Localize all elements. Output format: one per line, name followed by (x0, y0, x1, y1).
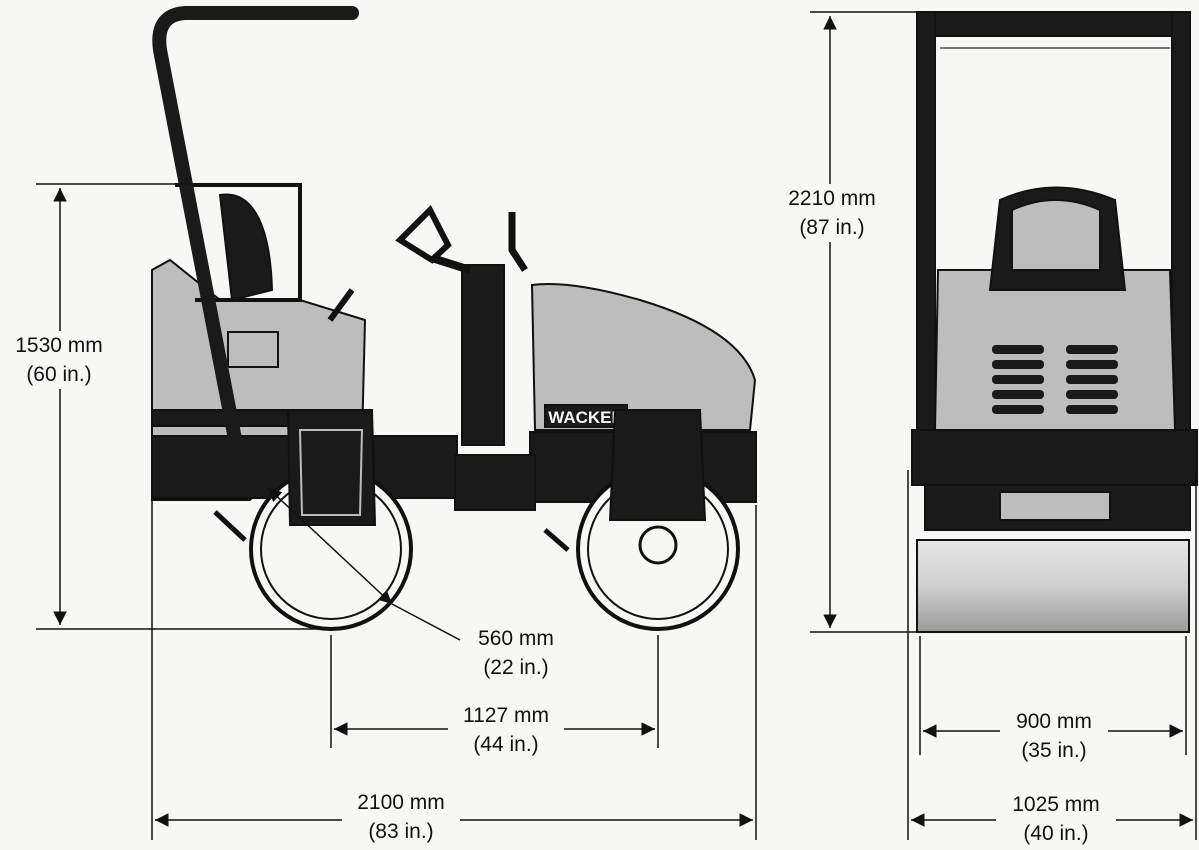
wheelbase-in: (44 in.) (473, 733, 539, 756)
side-view-roller: WACKER (151, 6, 757, 631)
overall-width-label: 1025 mm (40 in.) (996, 790, 1116, 848)
overall-width-mm: 1025 mm (1012, 793, 1100, 816)
overall-length-label: 2100 mm (83 in.) (342, 788, 460, 846)
rops-height-in: (87 in.) (799, 216, 865, 239)
overall-length-in: (83 in.) (368, 820, 434, 843)
rops-height-mm: 2210 mm (788, 187, 876, 210)
rops-height-label: 2210 mm (87 in.) (772, 184, 892, 242)
drum-width-in: (35 in.) (1021, 739, 1087, 762)
seat-height-label: 1530 mm (60 in.) (2, 331, 116, 389)
wheelbase-mm: 1127 mm (463, 704, 549, 727)
drum-width-label: 900 mm (35 in.) (1000, 707, 1108, 765)
drum-width-mm: 900 mm (1016, 710, 1092, 733)
brand-logo: WACKER (548, 408, 624, 427)
front-view-roller (911, 11, 1198, 633)
seat-height-in: (60 in.) (26, 363, 92, 386)
drum-diameter-in: (22 in.) (483, 656, 549, 679)
wheelbase-label: 1127 mm (44 in.) (448, 701, 564, 759)
seat-height-mm: 1530 mm (15, 334, 103, 357)
side-dimension-lines (36, 183, 757, 840)
drum-diameter-mm: 560 mm (478, 627, 554, 650)
drum-diameter-label: 560 mm (22 in.) (462, 624, 570, 682)
overall-width-in: (40 in.) (1023, 822, 1089, 845)
overall-length-mm: 2100 mm (357, 791, 445, 814)
